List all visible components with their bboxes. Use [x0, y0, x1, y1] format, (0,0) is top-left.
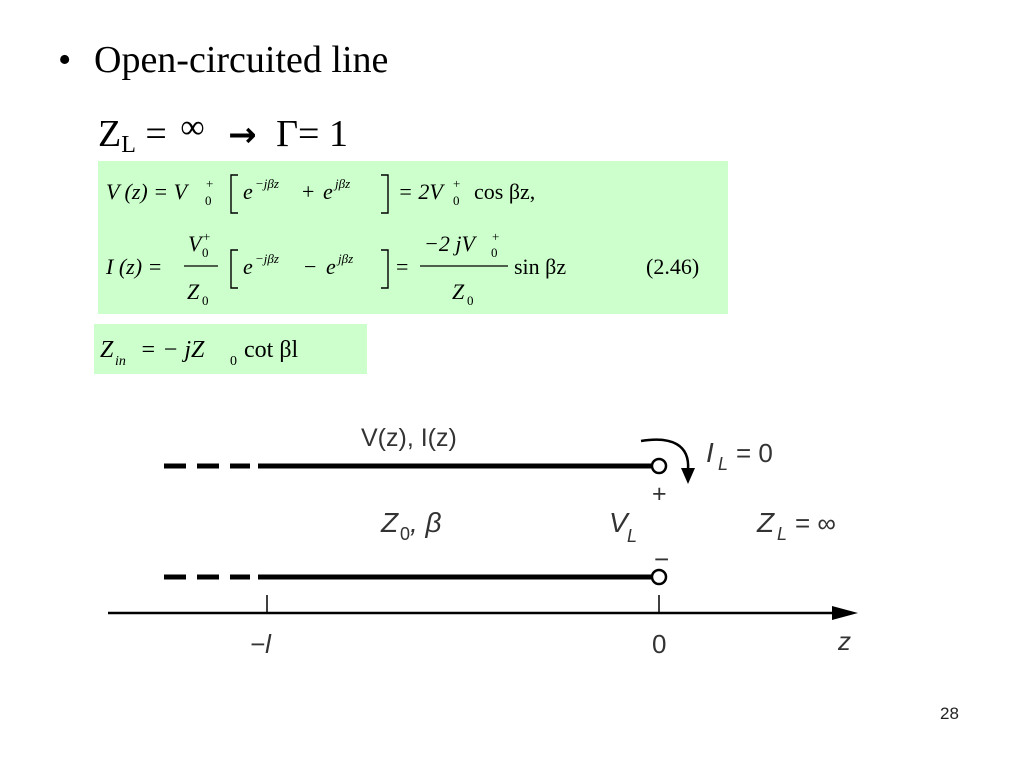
- svg-text:−: −: [304, 254, 316, 279]
- il-sub: L: [718, 454, 728, 474]
- z0-tail: , β: [410, 507, 442, 538]
- current-arrow-curve: [640, 438, 690, 471]
- gamma-expression: Γ= 1: [276, 113, 348, 155]
- v-lhs: V (z) = V: [106, 179, 190, 204]
- vl-label: V: [609, 507, 630, 538]
- left-bracket-2: [230, 249, 238, 289]
- i-tail: sin βz: [514, 254, 566, 279]
- i-result: −2 jV: [424, 231, 477, 256]
- top-terminal: [650, 457, 668, 475]
- i-den-1-sub: 0: [202, 293, 209, 308]
- input-impedance-box: Z in = − jZ 0 cot βl: [94, 324, 367, 374]
- zl-sub: L: [777, 524, 787, 544]
- infinity-symbol: ∞: [180, 109, 205, 146]
- v-zero: 0: [205, 193, 212, 208]
- plus-sign: +: [652, 480, 667, 508]
- vl-sub: L: [627, 526, 637, 546]
- v-result-zero: 0: [453, 193, 460, 208]
- zl-subscript: L: [121, 132, 136, 158]
- i-exp1: −jβz: [255, 251, 279, 266]
- v-exp2: jβz: [333, 176, 350, 191]
- zl-value: = ∞: [795, 508, 836, 538]
- arrow-right-icon: →: [228, 115, 257, 155]
- zl-label: Z: [756, 507, 775, 538]
- zin-lhs: Z: [100, 337, 114, 363]
- z-axis-label: z: [837, 626, 851, 656]
- bullet-marker: •: [58, 39, 72, 81]
- z-axis-arrowhead: [832, 606, 858, 620]
- svg-text:V: V: [188, 231, 204, 256]
- bottom-terminal: [650, 568, 668, 586]
- i-result-plus: +: [492, 229, 499, 244]
- z0-sub: 0: [400, 524, 410, 544]
- svg-text:e: e: [323, 179, 333, 204]
- v-result: = 2V: [398, 179, 445, 204]
- i-num-plus: +: [203, 229, 210, 244]
- svg-text:e: e: [243, 254, 253, 279]
- il-value: = 0: [736, 438, 773, 468]
- left-bracket-1: [230, 174, 238, 214]
- right-bracket-2: [381, 249, 389, 289]
- zin-sub: in: [115, 354, 126, 369]
- zl-equals: =: [145, 113, 167, 155]
- v-plus: +: [206, 176, 213, 191]
- neg-l-label: −l: [250, 629, 272, 659]
- bullet-heading: • Open-circuited line: [58, 36, 388, 84]
- zero-label: 0: [652, 629, 666, 659]
- equation-box: V (z) = V + 0 e −jβz + e jβz = 2V + 0 co…: [98, 161, 728, 314]
- zl-symbol: Z: [98, 113, 122, 155]
- z0-label: Z: [380, 507, 399, 538]
- load-condition: ZL = ∞ → Γ= 1: [98, 104, 348, 169]
- svg-text:e: e: [243, 179, 253, 204]
- zin-rhs: = − jZ: [140, 337, 205, 363]
- svg-text:e: e: [326, 254, 336, 279]
- equation-number: (2.46): [646, 254, 699, 279]
- current-arrow-head: [681, 468, 695, 484]
- i-den-1: Z: [187, 279, 200, 304]
- heading-text: Open-circuited line: [94, 39, 389, 81]
- i-den-2: Z: [452, 279, 465, 304]
- zin-svg: Z in = − jZ 0 cot βl: [100, 337, 299, 369]
- v-result-plus: +: [453, 176, 460, 191]
- svg-text:+: +: [302, 179, 314, 204]
- il-label: I: [706, 437, 714, 468]
- zin-rhs-sub: 0: [230, 354, 237, 369]
- i-num-zero: 0: [202, 245, 209, 260]
- v-tail: cos βz,: [474, 179, 535, 204]
- slide-number: 28: [940, 704, 959, 723]
- minus-sign: −: [654, 544, 669, 574]
- right-bracket-1: [381, 174, 389, 214]
- v-exp1: −jβz: [255, 176, 279, 191]
- svg-text:=: =: [396, 254, 408, 279]
- voltage-current-label: V(z), I(z): [361, 424, 457, 452]
- equations-svg: V (z) = V + 0 e −jβz + e jβz = 2V + 0 co…: [105, 174, 699, 308]
- i-lhs: I (z) =: [105, 254, 162, 279]
- i-exp2: jβz: [336, 251, 353, 266]
- i-den-2-sub: 0: [467, 293, 474, 308]
- zin-tail: cot βl: [244, 337, 299, 363]
- i-result-zero: 0: [491, 245, 498, 260]
